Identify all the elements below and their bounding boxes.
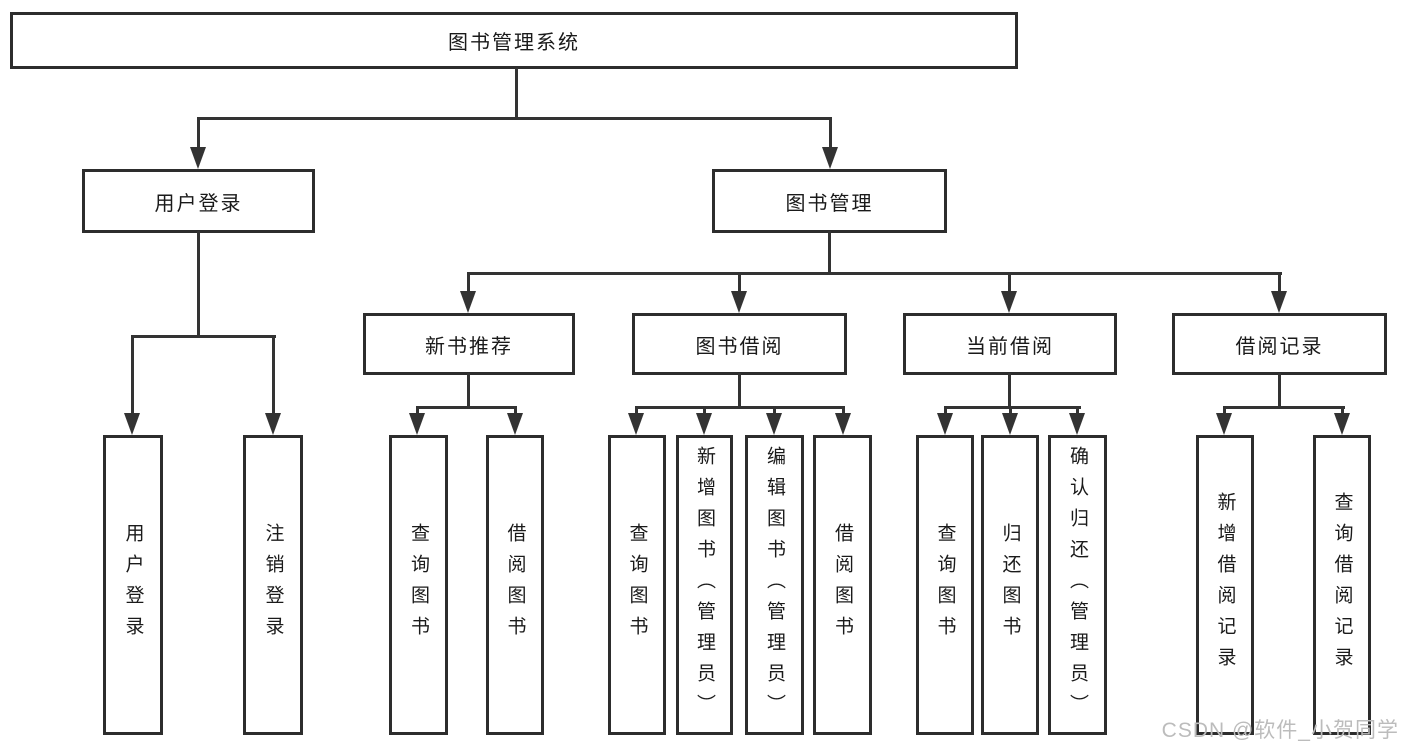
- connector-to-new-book-recommend: [467, 272, 470, 294]
- connector-current-borrowing-rail: [944, 406, 1081, 409]
- node-root: 图书管理系统: [10, 12, 1018, 69]
- arrow-down-icon: [1271, 291, 1287, 313]
- leaf-query-books-3-label: 查询图书: [934, 523, 956, 647]
- node-current-borrowing: 当前借阅: [903, 313, 1117, 375]
- arrow-down-icon: [1216, 413, 1232, 435]
- arrow-down-icon: [1334, 413, 1350, 435]
- connector-book-management-stem: [828, 231, 831, 275]
- connector-new-book-stem: [467, 373, 470, 409]
- leaf-user-login-label: 用户登录: [122, 523, 144, 647]
- leaf-query-borrow-record-label: 查询借阅记录: [1331, 492, 1353, 678]
- connector-leaf-drop: [703, 406, 706, 415]
- leaf-query-books-3: 查询图书: [916, 435, 974, 735]
- leaf-query-books-1-label: 查询图书: [408, 523, 429, 647]
- connector-current-borrowing-stem: [1008, 373, 1011, 409]
- arrow-down-icon: [731, 291, 747, 313]
- leaf-query-borrow-record: 查询借阅记录: [1313, 435, 1371, 735]
- leaf-return-books-label: 归还图书: [999, 523, 1021, 647]
- connector-to-leaf-user-login: [131, 335, 134, 415]
- node-new-book-recommend-label: 新书推荐: [425, 335, 513, 358]
- connector-root-stem: [515, 68, 518, 119]
- connector-leaf-drop: [1009, 406, 1012, 415]
- arrow-down-icon: [822, 147, 838, 169]
- arrow-down-icon: [409, 413, 425, 435]
- leaf-add-books-admin-label: 新增图书（管理员）: [694, 445, 715, 725]
- connector-leaf-drop: [842, 406, 845, 415]
- arrow-down-icon: [1069, 413, 1085, 435]
- connector-to-book-management: [829, 117, 832, 149]
- arrow-down-icon: [265, 413, 281, 435]
- node-book-borrowing-label: 图书借阅: [695, 335, 784, 358]
- connector-borrowing-records-stem: [1278, 373, 1281, 409]
- leaf-confirm-return-admin: 确认归还（管理员）: [1048, 435, 1107, 735]
- leaf-logout: 注销登录: [243, 435, 303, 735]
- node-borrowing-records-label: 借阅记录: [1235, 335, 1324, 358]
- leaf-add-borrow-record: 新增借阅记录: [1196, 435, 1254, 735]
- arrow-down-icon: [696, 413, 712, 435]
- arrow-down-icon: [1002, 413, 1018, 435]
- connector-leaf-drop: [944, 406, 947, 415]
- node-new-book-recommend: 新书推荐: [363, 313, 575, 375]
- connector-leaf-drop: [1076, 406, 1079, 415]
- leaf-edit-books-admin-label: 编辑图书（管理员）: [764, 445, 785, 725]
- node-root-label: 图书管理系统: [448, 32, 580, 54]
- connector-user-login-stem: [197, 231, 200, 338]
- node-user-login-label: 用户登录: [154, 192, 243, 215]
- leaf-add-books-admin: 新增图书（管理员）: [676, 435, 733, 735]
- connector-level2-rail: [467, 272, 1282, 275]
- arrow-down-icon: [835, 413, 851, 435]
- connector-leaf-drop: [1341, 406, 1344, 415]
- leaf-borrow-books-1: 借阅图书: [486, 435, 544, 735]
- connector-leaf-drop: [773, 406, 776, 415]
- connector-leaf-drop: [416, 406, 419, 415]
- connector-leaf-drop: [514, 406, 517, 415]
- arrow-down-icon: [937, 413, 953, 435]
- leaf-add-borrow-record-label: 新增借阅记录: [1214, 492, 1236, 678]
- node-borrowing-records: 借阅记录: [1172, 313, 1387, 375]
- connector-book-borrowing-stem: [738, 373, 741, 409]
- arrow-down-icon: [190, 147, 206, 169]
- node-book-borrowing: 图书借阅: [632, 313, 847, 375]
- node-book-management: 图书管理: [712, 169, 947, 233]
- arrow-down-icon: [460, 291, 476, 313]
- leaf-borrow-books-2-label: 借阅图书: [832, 523, 853, 647]
- leaf-query-books-2: 查询图书: [608, 435, 666, 735]
- arrow-down-icon: [507, 413, 523, 435]
- connector-leaf-drop: [1223, 406, 1226, 415]
- arrow-down-icon: [124, 413, 140, 435]
- connector-new-book-rail: [416, 406, 517, 409]
- leaf-query-books-1: 查询图书: [389, 435, 448, 735]
- connector-level1-rail: [197, 117, 832, 120]
- node-current-borrowing-label: 当前借阅: [966, 335, 1054, 358]
- leaf-return-books: 归还图书: [981, 435, 1039, 735]
- leaf-user-login: 用户登录: [103, 435, 163, 735]
- leaf-query-books-2-label: 查询图书: [626, 523, 648, 647]
- leaf-borrow-books-1-label: 借阅图书: [504, 523, 526, 647]
- node-user-login: 用户登录: [82, 169, 315, 233]
- connector-user-login-rail: [131, 335, 276, 338]
- leaf-borrow-books-2: 借阅图书: [813, 435, 872, 735]
- connector-to-book-borrowing: [738, 272, 741, 294]
- arrow-down-icon: [766, 413, 782, 435]
- connector-to-current-borrowing: [1008, 272, 1011, 294]
- leaf-edit-books-admin: 编辑图书（管理员）: [745, 435, 804, 735]
- connector-book-borrowing-rail: [635, 406, 845, 409]
- arrow-down-icon: [1001, 291, 1017, 313]
- leaf-logout-label: 注销登录: [262, 523, 284, 647]
- arrow-down-icon: [628, 413, 644, 435]
- connector-to-leaf-logout: [272, 335, 275, 415]
- leaf-confirm-return-admin-label: 确认归还（管理员）: [1067, 445, 1088, 725]
- node-book-management-label: 图书管理: [785, 192, 874, 215]
- connector-borrowing-records-rail: [1223, 406, 1345, 409]
- csdn-watermark: CSDN @软件_小贺同学: [1161, 719, 1399, 742]
- connector-to-borrowing-records: [1278, 272, 1281, 294]
- connector-leaf-drop: [635, 406, 638, 415]
- connector-to-user-login: [197, 117, 200, 149]
